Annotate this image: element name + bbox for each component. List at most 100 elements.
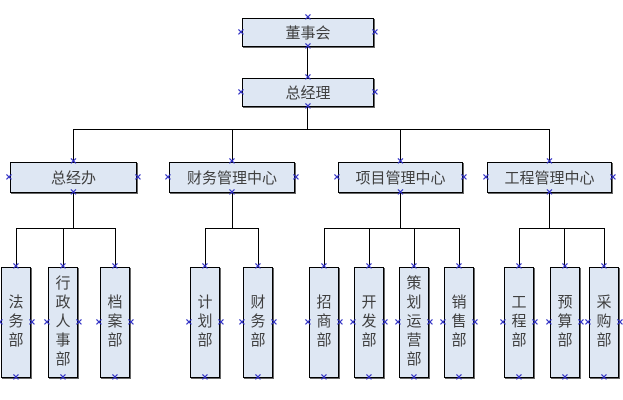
node-label: 总经理 (285, 86, 331, 102)
node-label: 董事会 (285, 26, 331, 42)
connection-handle-icon: × (498, 316, 508, 328)
connector-line (549, 129, 550, 162)
node-label: 销售部 (451, 295, 467, 349)
connector-line (400, 129, 401, 162)
connection-handle-icon: × (291, 171, 301, 183)
node-dept-archives[interactable]: 档案部 ×××× (95, 262, 135, 383)
connector-line (459, 228, 460, 267)
node-label: 档案部 (107, 295, 123, 349)
node-board[interactable]: 董事会 ×××× (237, 13, 379, 52)
connection-handle-icon: × (335, 316, 345, 328)
node-label: 项目管理中心 (355, 171, 446, 187)
connection-handle-icon: × (481, 171, 491, 183)
node-label: 财务管理中心 (186, 171, 277, 187)
connection-handle-icon: × (332, 171, 342, 183)
connector-line (63, 228, 64, 267)
node-dept-development[interactable]: 开发部 ×××× (349, 262, 389, 383)
connection-handle-icon: × (236, 86, 246, 98)
connector-line (369, 228, 370, 267)
connection-handle-icon: × (599, 372, 609, 383)
connection-handle-icon: × (216, 316, 226, 328)
connector-line (414, 228, 415, 267)
connection-handle-icon: × (583, 316, 593, 328)
node-label: 总经办 (50, 171, 96, 187)
connector-line (115, 228, 116, 267)
connection-handle-icon: × (348, 316, 358, 328)
connector-line (307, 107, 308, 129)
connection-handle-icon: × (58, 372, 68, 383)
connection-handle-icon: × (370, 26, 380, 38)
connection-handle-icon: × (303, 41, 313, 52)
node-center-engineering[interactable]: 工程管理中心 ×××× (482, 157, 617, 198)
connector-line (307, 47, 308, 78)
node-label: 预算部 (557, 295, 573, 349)
node-dept-planning[interactable]: 计划部 ×××× (185, 262, 225, 383)
node-dept-engineering[interactable]: 工程部 ×××× (499, 262, 539, 383)
node-center-project[interactable]: 项目管理中心 ×××× (333, 157, 468, 198)
connector-line (604, 228, 605, 267)
connection-handle-icon: × (470, 316, 480, 328)
connector-line (549, 193, 550, 228)
node-label: 开发部 (361, 295, 377, 349)
connection-handle-icon: × (42, 316, 52, 328)
node-label: 采购部 (596, 295, 612, 349)
connection-handle-icon: × (560, 261, 570, 272)
connection-handle-icon: × (380, 316, 390, 328)
node-dept-admin-hr[interactable]: 行政人事部 ×××× (43, 262, 83, 383)
connection-handle-icon: × (576, 316, 586, 328)
connector-line (73, 129, 74, 162)
connection-handle-icon: × (253, 372, 263, 383)
node-general-manager[interactable]: 总经理 ×××× (237, 73, 379, 112)
node-label: 行政人事部 (55, 276, 71, 368)
connector-line (205, 228, 258, 229)
connector-line (232, 193, 233, 228)
node-dept-finance[interactable]: 财务部 ×××× (238, 262, 278, 383)
connection-handle-icon: × (560, 372, 570, 383)
connection-handle-icon: × (236, 26, 246, 38)
node-dept-procurement[interactable]: 采购部 ×××× (584, 262, 623, 383)
node-dept-investment[interactable]: 招商部 ×××× (304, 262, 344, 383)
node-label: 工程管理中心 (504, 171, 595, 187)
connection-handle-icon: × (110, 372, 120, 383)
connector-line (519, 228, 604, 229)
connection-handle-icon: × (364, 372, 374, 383)
connection-handle-icon: × (163, 171, 173, 183)
node-center-gm-office[interactable]: 总经办 ×××× (5, 157, 142, 198)
connection-handle-icon: × (393, 316, 403, 328)
connection-handle-icon: × (454, 372, 464, 383)
connector-line (232, 129, 233, 162)
connection-handle-icon: × (514, 372, 524, 383)
connection-handle-icon: × (184, 316, 194, 328)
connection-handle-icon: × (133, 171, 143, 183)
connection-handle-icon: × (74, 316, 84, 328)
connection-handle-icon: × (200, 372, 210, 383)
connector-line (16, 228, 17, 267)
connection-handle-icon: × (608, 171, 618, 183)
connector-line (519, 228, 520, 267)
connection-handle-icon: × (11, 372, 21, 383)
node-dept-budget[interactable]: 预算部 × × × × (545, 262, 585, 383)
connection-handle-icon: × (303, 316, 313, 328)
connection-handle-icon: × (459, 171, 469, 183)
connector-line (324, 228, 325, 267)
connection-handle-icon: × (126, 316, 136, 328)
node-dept-sales[interactable]: 销售部 ×××× (439, 262, 479, 383)
node-dept-legal[interactable]: 法务部 ×××× (0, 262, 36, 383)
connection-handle-icon: × (615, 316, 623, 328)
connector-line (324, 228, 459, 229)
connection-handle-icon: × (370, 86, 380, 98)
connector-line (564, 228, 565, 267)
connection-handle-icon: × (544, 316, 554, 328)
node-dept-planning-operations[interactable]: 策划运营部 ×××× (394, 262, 434, 383)
connection-handle-icon: × (438, 316, 448, 328)
node-label: 财务部 (250, 295, 266, 349)
connection-handle-icon: × (94, 316, 104, 328)
node-label: 计划部 (197, 295, 213, 349)
node-label: 法务部 (8, 295, 24, 349)
connection-handle-icon: × (0, 317, 5, 328)
connection-handle-icon: × (237, 316, 247, 328)
node-center-finance[interactable]: 财务管理中心 ×××× (164, 157, 300, 198)
connector-line (258, 228, 259, 267)
connection-handle-icon: × (27, 316, 37, 328)
